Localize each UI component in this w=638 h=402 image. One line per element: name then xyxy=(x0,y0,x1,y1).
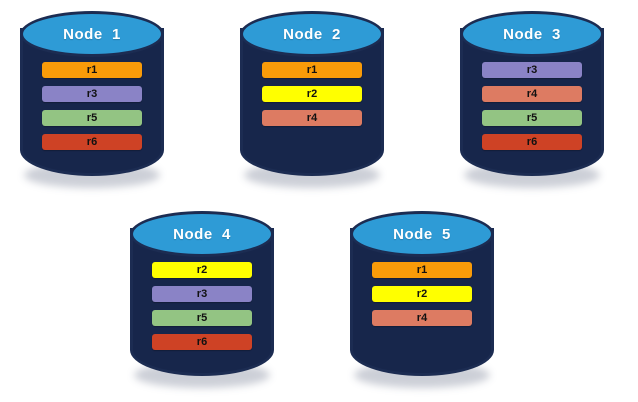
replica-bar[interactable]: r4 xyxy=(482,86,582,102)
replica-bar[interactable]: r4 xyxy=(262,110,362,126)
replica-bar[interactable]: r6 xyxy=(42,134,142,150)
cylinder-top-ellipse: Node 2 xyxy=(240,11,384,57)
database-node-1[interactable]: Node 1 r1 r3 r5 r6 xyxy=(12,6,172,192)
node-title: Node 4 xyxy=(173,225,231,243)
database-node-4[interactable]: Node 4 r2 r3 r5 r6 xyxy=(122,206,282,392)
replica-list: r2 r3 r5 r6 xyxy=(152,262,252,350)
replica-bar[interactable]: r6 xyxy=(482,134,582,150)
replica-list: r1 r3 r5 r6 xyxy=(42,62,142,150)
replica-bar[interactable]: r3 xyxy=(482,62,582,78)
replica-list: r1 r2 r4 xyxy=(372,262,472,326)
cylinder-top-ellipse: Node 3 xyxy=(460,11,604,57)
cylinder-top-ellipse: Node 1 xyxy=(20,11,164,57)
replica-bar[interactable]: r3 xyxy=(42,86,142,102)
replica-bar[interactable]: r2 xyxy=(372,286,472,302)
replica-bar[interactable]: r1 xyxy=(372,262,472,278)
replica-bar[interactable]: r6 xyxy=(152,334,252,350)
replica-bar[interactable]: r5 xyxy=(152,310,252,326)
replica-bar[interactable]: r1 xyxy=(262,62,362,78)
node-title: Node 3 xyxy=(503,25,561,43)
cylinder-top-ellipse: Node 4 xyxy=(130,211,274,257)
cylinder-top-ellipse: Node 5 xyxy=(350,211,494,257)
database-node-5[interactable]: Node 5 r1 r2 r4 xyxy=(342,206,502,392)
node-title: Node 5 xyxy=(393,225,451,243)
database-node-3[interactable]: Node 3 r3 r4 r5 r6 xyxy=(452,6,612,192)
replica-list: r1 r2 r4 xyxy=(262,62,362,126)
replica-bar[interactable]: r1 xyxy=(42,62,142,78)
replica-bar[interactable]: r4 xyxy=(372,310,472,326)
replica-bar[interactable]: r2 xyxy=(152,262,252,278)
replica-list: r3 r4 r5 r6 xyxy=(482,62,582,150)
replica-bar[interactable]: r5 xyxy=(482,110,582,126)
database-node-2[interactable]: Node 2 r1 r2 r4 xyxy=(232,6,392,192)
replica-bar[interactable]: r5 xyxy=(42,110,142,126)
replica-bar[interactable]: r3 xyxy=(152,286,252,302)
node-title: Node 1 xyxy=(63,25,121,43)
replica-bar[interactable]: r2 xyxy=(262,86,362,102)
node-title: Node 2 xyxy=(283,25,341,43)
